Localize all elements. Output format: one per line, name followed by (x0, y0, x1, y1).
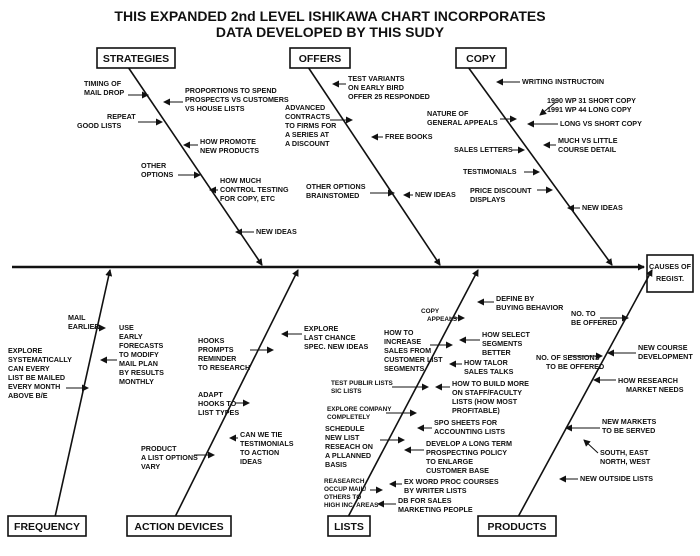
effect-box (646, 254, 694, 293)
category-offers: OFFERS (299, 53, 342, 65)
cause-testimonials: TESTIMONIALS (463, 167, 517, 176)
cause-new-outside-lists: NEW OUTSIDE LISTS (580, 474, 653, 483)
cause-sales-letters: SALES LETTERS (454, 145, 513, 154)
cause-long-vs-short-copy: LONG VS SHORT COPY (560, 119, 642, 128)
category-copy: COPY (466, 53, 496, 65)
cause-copy-new-ideas: NEW IDEAS (582, 203, 623, 212)
cause-offers-new-ideas: NEW IDEAS (415, 190, 456, 199)
bone-products (517, 269, 653, 518)
bone-frequency (54, 269, 113, 518)
category-box-action-devices (126, 515, 232, 537)
cause-strategies-new-ideas: NEW IDEAS (256, 227, 297, 236)
category-lists: LISTS (334, 521, 364, 533)
category-box-strategies (96, 47, 176, 69)
category-box-lists (327, 515, 371, 537)
category-action-devices: ACTION DEVICES (134, 521, 223, 533)
bone-copy (467, 66, 613, 266)
bone-lists (347, 269, 479, 518)
cause-writing-instructoin: WRITING INSTRUCTOIN (522, 77, 604, 86)
bone-action-devices (174, 269, 299, 518)
cause-free-books: FREE BOOKS (385, 132, 433, 141)
category-products: PRODUCTS (488, 521, 547, 533)
chart-title-line-2: DATA DEVELOPED BY THIS SUDY (216, 24, 445, 40)
arrow-products-south (583, 439, 599, 454)
category-box-copy (455, 47, 507, 69)
category-frequency: FREQUENCY (14, 521, 80, 533)
effect-label-line-1: CAUSES OF (649, 262, 692, 271)
category-box-frequency (7, 515, 87, 537)
chart-title-line-1: THIS EXPANDED 2nd LEVEL ISHIKAWA CHART I… (114, 8, 545, 24)
category-box-products (477, 515, 557, 537)
bone-offers (307, 66, 441, 266)
arrow-copy-wp (539, 101, 557, 116)
effect-label-line-2: REGIST. (656, 274, 684, 283)
category-box-offers (289, 47, 351, 69)
category-strategies: STRATEGIES (103, 53, 169, 65)
